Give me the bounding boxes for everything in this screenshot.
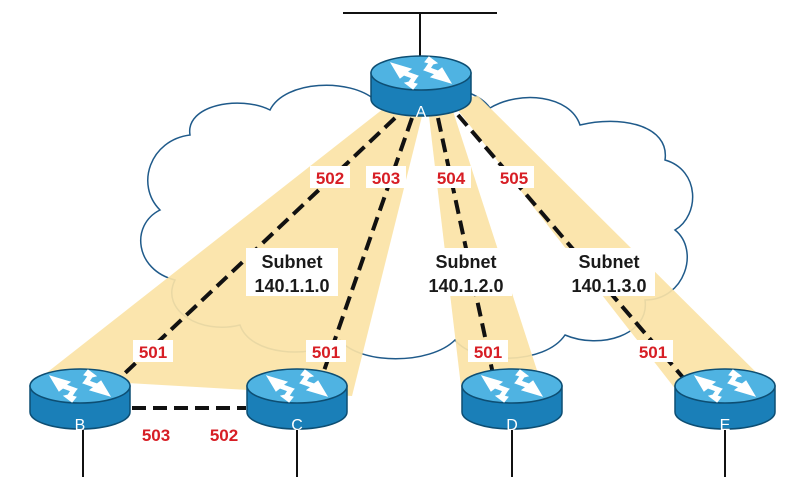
svg-text:501: 501 (639, 343, 667, 362)
svg-text:503: 503 (372, 169, 400, 188)
dlci-c-to-a: 501 (306, 340, 346, 362)
router-b[interactable]: B (29, 368, 131, 434)
router-e[interactable]: E (674, 368, 776, 434)
router-b-label: B (75, 417, 86, 434)
svg-text:Subnet: Subnet (262, 252, 323, 272)
svg-text:501: 501 (474, 343, 502, 362)
subnet-label-2: Subnet 140.1.2.0 (420, 248, 512, 296)
router-a-label: A (416, 104, 427, 121)
svg-text:Subnet: Subnet (579, 252, 640, 272)
router-c[interactable]: C (246, 368, 348, 434)
svg-text:140.1.2.0: 140.1.2.0 (428, 276, 503, 296)
svg-text:505: 505 (500, 169, 528, 188)
svg-text:504: 504 (437, 169, 466, 188)
router-d[interactable]: D (461, 368, 563, 434)
dlci-a-to-c: 503 (366, 166, 406, 188)
dlci-d-to-a: 501 (468, 340, 508, 362)
subnet-label-1: Subnet 140.1.1.0 (246, 248, 338, 296)
svg-text:502: 502 (316, 169, 344, 188)
router-e-label: E (720, 417, 731, 434)
dlci-a-to-e: 505 (494, 166, 534, 188)
svg-text:501: 501 (312, 343, 340, 362)
router-a[interactable]: A (370, 55, 472, 121)
router-d-label: D (506, 417, 518, 434)
svg-text:501: 501 (139, 343, 167, 362)
svg-text:503: 503 (142, 426, 170, 445)
dlci-c-to-b: 502 (204, 423, 244, 445)
dlci-e-to-a: 501 (633, 340, 673, 362)
svg-text:Subnet: Subnet (436, 252, 497, 272)
router-c-label: C (291, 417, 303, 434)
dlci-b-to-a: 501 (133, 340, 173, 362)
dlci-a-to-d: 504 (431, 166, 471, 188)
subnet-label-3: Subnet 140.1.3.0 (563, 248, 655, 296)
dlci-a-to-b: 502 (310, 166, 350, 188)
svg-text:502: 502 (210, 426, 238, 445)
svg-text:140.1.1.0: 140.1.1.0 (254, 276, 329, 296)
dlci-b-to-c: 503 (136, 423, 176, 445)
svg-text:140.1.3.0: 140.1.3.0 (571, 276, 646, 296)
